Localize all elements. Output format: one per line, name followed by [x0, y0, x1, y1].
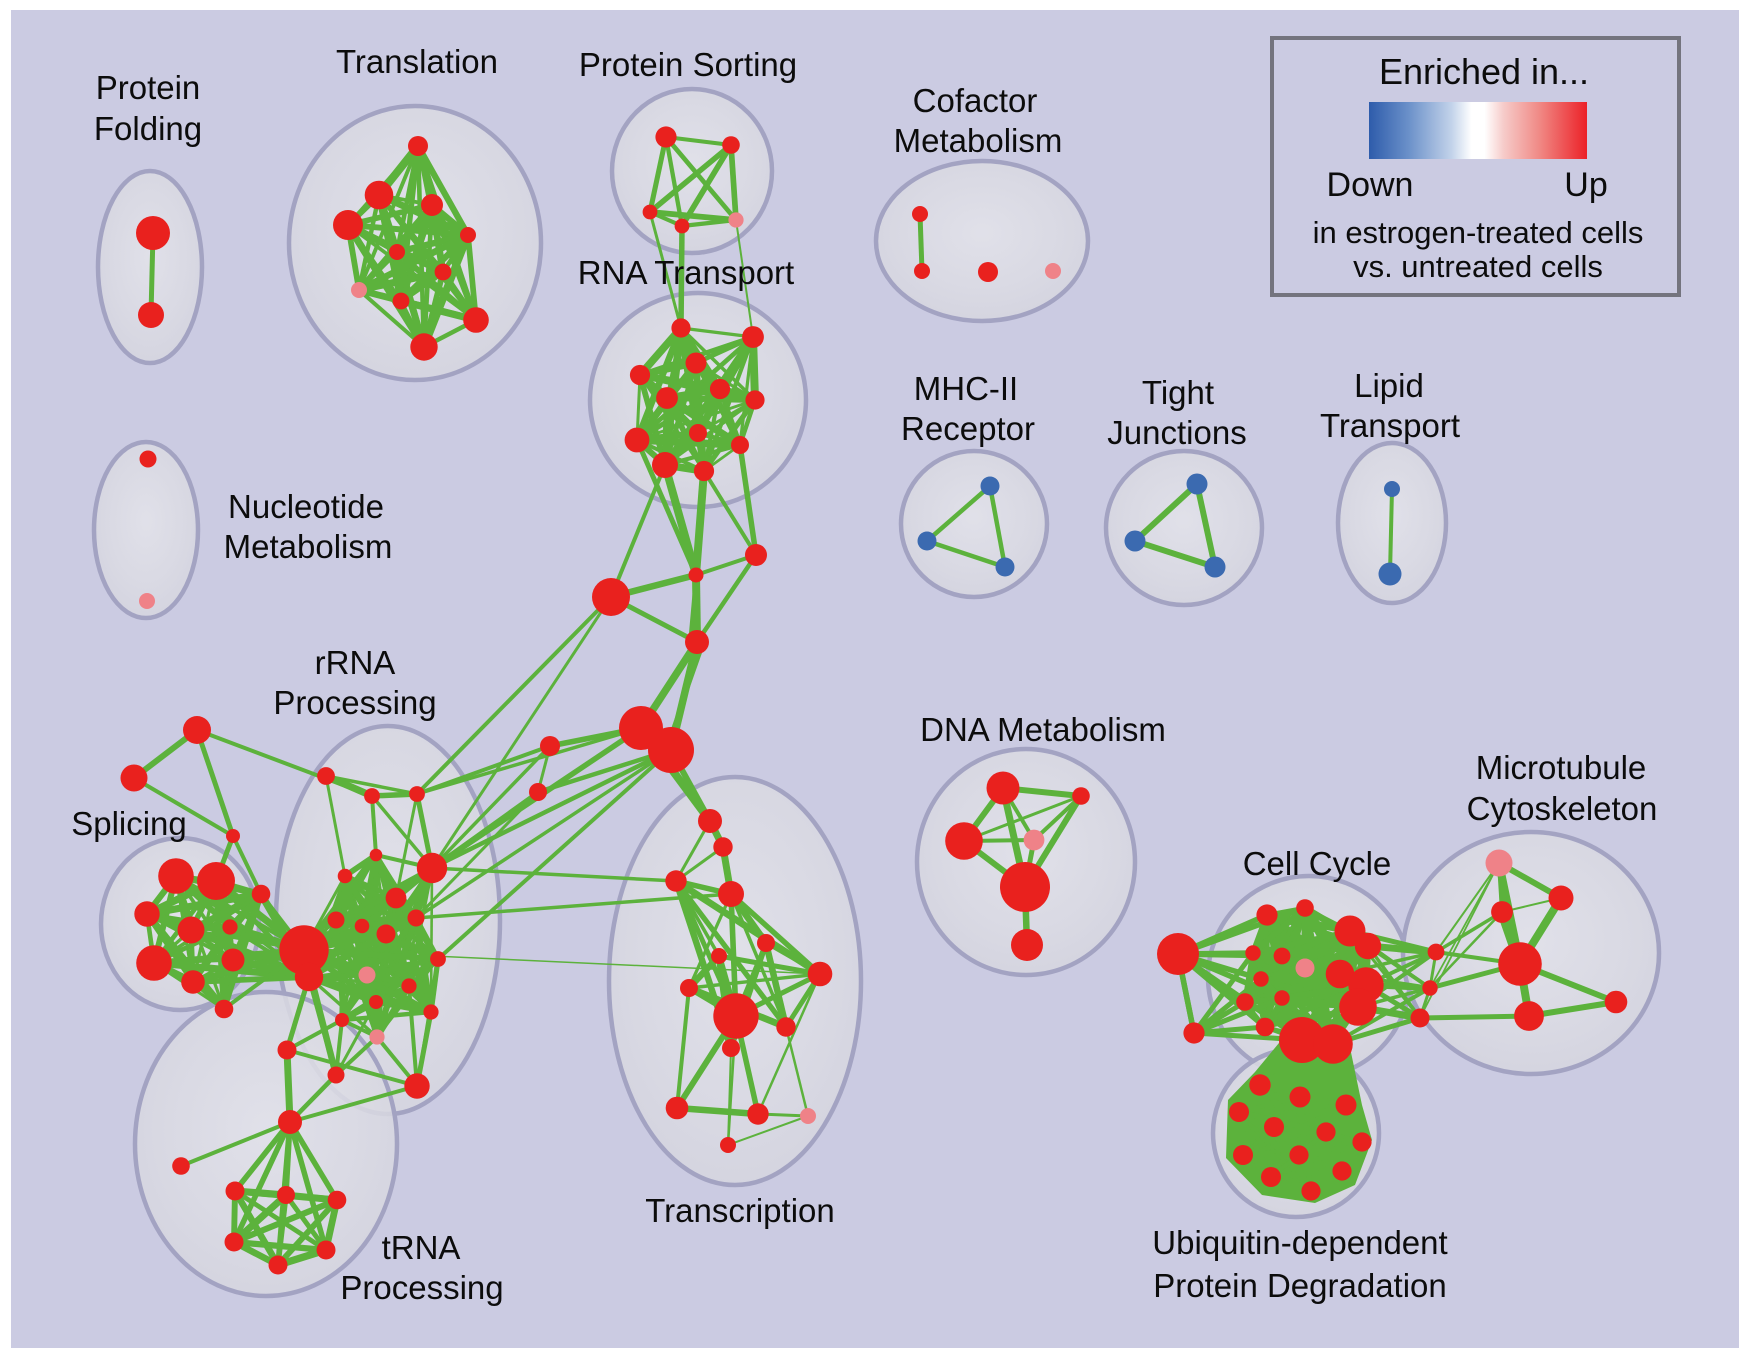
svg-text:Tight: Tight [1142, 374, 1214, 411]
svg-text:Protein Sorting: Protein Sorting [579, 46, 797, 83]
svg-text:Microtubule: Microtubule [1476, 749, 1647, 786]
svg-text:Cytoskeleton: Cytoskeleton [1467, 790, 1658, 827]
svg-text:in estrogen-treated cells: in estrogen-treated cells [1313, 215, 1644, 250]
svg-text:Protein: Protein [96, 69, 201, 106]
svg-text:Splicing: Splicing [71, 805, 187, 842]
svg-text:DNA Metabolism: DNA Metabolism [920, 711, 1166, 748]
svg-text:Metabolism: Metabolism [894, 122, 1063, 159]
svg-text:Metabolism: Metabolism [224, 528, 393, 565]
svg-text:RNA Transport: RNA Transport [578, 254, 794, 291]
svg-text:Protein Degradation: Protein Degradation [1153, 1267, 1447, 1304]
svg-text:Nucleotide: Nucleotide [228, 488, 384, 525]
svg-text:Cell Cycle: Cell Cycle [1243, 845, 1392, 882]
svg-text:tRNA: tRNA [382, 1229, 461, 1266]
svg-text:Processing: Processing [273, 684, 436, 721]
svg-text:Ubiquitin-dependent: Ubiquitin-dependent [1152, 1224, 1447, 1261]
svg-text:Down: Down [1327, 166, 1414, 204]
svg-text:Lipid: Lipid [1354, 367, 1424, 404]
svg-text:Receptor: Receptor [901, 410, 1035, 447]
svg-text:vs. untreated cells: vs. untreated cells [1353, 249, 1603, 284]
svg-text:Folding: Folding [94, 110, 202, 147]
svg-text:Transcription: Transcription [645, 1192, 835, 1229]
svg-text:Processing: Processing [340, 1269, 503, 1306]
svg-text:Transport: Transport [1320, 407, 1460, 444]
svg-text:MHC-II: MHC-II [914, 370, 1018, 407]
svg-text:Up: Up [1564, 166, 1607, 204]
svg-text:Enriched in...: Enriched in... [1379, 51, 1589, 92]
svg-text:Junctions: Junctions [1107, 414, 1246, 451]
svg-text:rRNA: rRNA [315, 644, 396, 681]
svg-text:Cofactor: Cofactor [913, 82, 1038, 119]
svg-text:Translation: Translation [336, 43, 498, 80]
